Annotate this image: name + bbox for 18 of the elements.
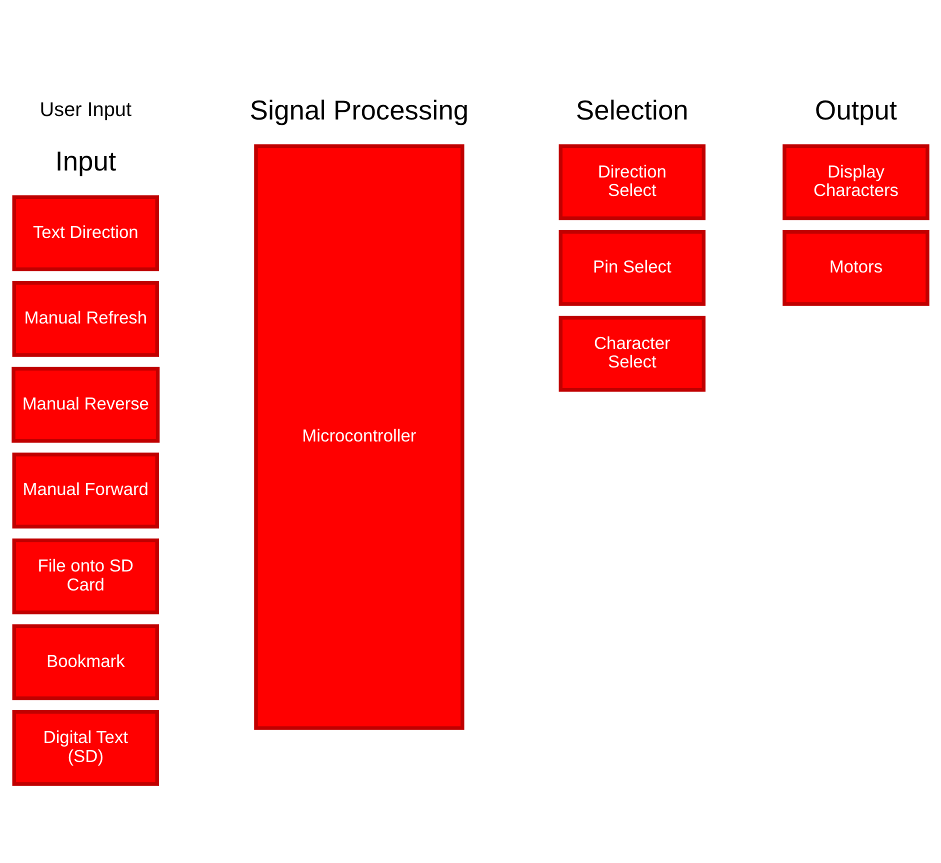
node-box: Manual Reverse (12, 366, 160, 443)
node-box: Motors (782, 230, 930, 306)
node-box: File onto SD Card (12, 538, 160, 614)
node-box: Manual Refresh (12, 281, 160, 357)
node-box: Character Select (558, 316, 706, 392)
node-box: Microcontroller (254, 144, 464, 730)
label: Output (814, 94, 898, 126)
node-box: Pin Select (558, 230, 706, 306)
label: Selection (576, 94, 688, 126)
node-box: Display Characters (782, 144, 930, 220)
node-box: Manual Forward (12, 452, 160, 528)
node-box: Text Direction (12, 195, 160, 272)
label: Input (55, 145, 116, 176)
label: Signal Processing (250, 94, 469, 126)
node-box: Direction Select (558, 144, 706, 220)
label: User Input (40, 99, 132, 122)
node-box: Bookmark (12, 624, 160, 700)
node-box: Digital Text (SD) (12, 710, 160, 786)
